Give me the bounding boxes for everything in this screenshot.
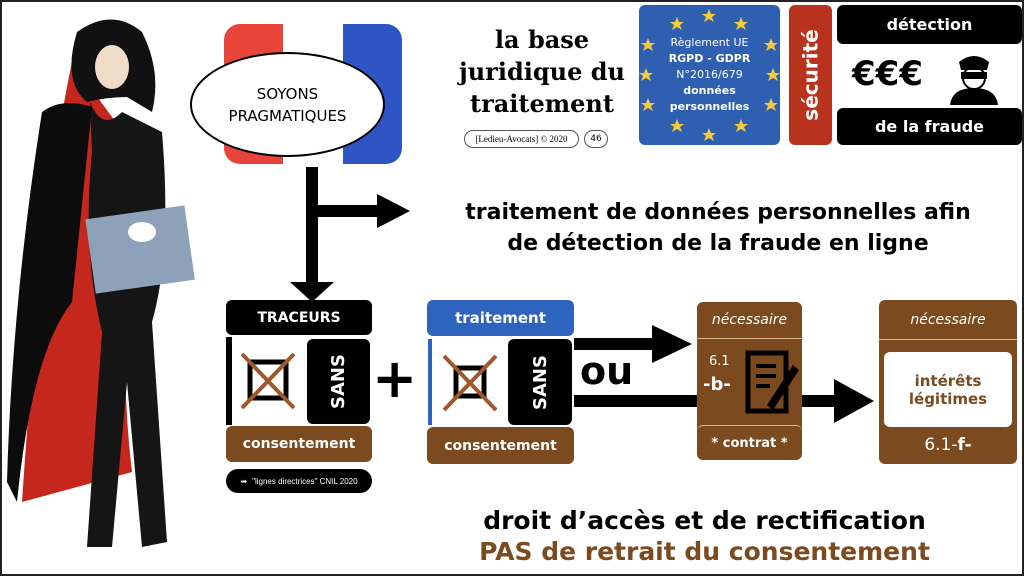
interets-line2: légitimes [908, 389, 988, 408]
purpose-line2: de détection de la fraude en ligne [507, 231, 929, 256]
arrow-right-shaft [312, 205, 382, 217]
traitement-border [428, 339, 432, 425]
contrat-footer: * contrat * [697, 425, 802, 460]
traceurs-header: TRACEURS [226, 300, 372, 335]
interets-article-num: 6.1- [924, 435, 958, 455]
ou-label: ou [580, 349, 634, 393]
credit: [Ledieu-Avocats] © 2020 [464, 130, 579, 148]
money-symbols: €€€ [852, 54, 923, 94]
eu-line2: RGPD - GDPR [668, 52, 751, 65]
eu-line4: données [683, 84, 736, 97]
bottom-line2: PAS de retrait du consentement [479, 537, 930, 566]
interets-article: 6.1-f- [879, 431, 1017, 459]
eu-line1: Règlement UE [670, 36, 749, 49]
arrow-down-shaft [306, 167, 318, 287]
traitement-sans: SANS [508, 339, 572, 425]
ou-arrow-head-top [652, 325, 692, 363]
eu-line5: personnelles [669, 100, 750, 113]
traceurs-consent: consentement [226, 426, 372, 462]
page-title: la base juridique du traitement [447, 24, 637, 120]
traceurs-border [226, 337, 232, 425]
contract-sign-icon [745, 350, 799, 414]
ou-arrow-shaft-top [574, 338, 664, 350]
arrow-right-head [377, 194, 410, 228]
page-number: 46 [584, 130, 608, 148]
interets-header: nécessaire [879, 300, 1017, 340]
bottom-line1: droit d’accès et de rectification [483, 506, 926, 535]
bubble-line2: PRAGMATIQUES [228, 106, 347, 125]
contrat-header: nécessaire [697, 302, 802, 339]
fraud-label: de la fraude [837, 108, 1022, 145]
interets-legitimes: intérêts légitimes [884, 352, 1012, 427]
traitement-sans-text: SANS [529, 354, 551, 410]
eu-line3: N°2016/679 [676, 68, 743, 81]
thief-icon [950, 56, 998, 105]
contrat-box: nécessaire 6.1 -b- * contrat * [697, 302, 802, 460]
purpose-text: traitement de données personnelles afin … [414, 197, 1022, 259]
arrow-to-interets-shaft [802, 395, 837, 407]
traceurs-sans: SANS [307, 339, 370, 424]
title-line2: juridique du [459, 57, 625, 86]
bubble-line1: SOYONS [256, 84, 319, 103]
arrow-down-head [290, 282, 334, 302]
cnil-note: ➡ "lignes directrices" CNIL 2020 [226, 469, 372, 493]
plus-sign: + [372, 347, 418, 410]
ou-line-bottom [574, 395, 698, 407]
woman-illustration [7, 19, 195, 547]
purpose-line1: traitement de données personnelles afin [465, 200, 971, 225]
crossed-checkbox-icon [442, 354, 498, 412]
title-line3: traitement [470, 89, 614, 118]
traitement-consent: consentement [427, 427, 574, 464]
crossed-checkbox-icon [240, 352, 296, 410]
contrat-letter: -b- [703, 374, 731, 395]
traceurs-sans-text: SANS [328, 354, 349, 409]
arrow-right-icon: ➡ [240, 476, 248, 486]
cnil-note-text: "lignes directrices" CNIL 2020 [252, 476, 358, 486]
interets-box: nécessaire intérêts légitimes 6.1-f- [879, 300, 1017, 464]
detection-label: détection [837, 5, 1022, 44]
speech-bubble: SOYONS PRAGMATIQUES [190, 52, 385, 157]
title-line1: la base [494, 25, 590, 54]
interets-article-letter: f- [957, 435, 972, 455]
traitement-header: traitement [427, 300, 574, 336]
bottom-text: droit d’accès et de rectification PAS de… [397, 505, 1012, 567]
eu-regulation-badge: Règlement UE RGPD - GDPR N°2016/679 donn… [639, 5, 780, 145]
contrat-article: 6.1 [709, 354, 730, 369]
arrow-to-interets-head [834, 379, 874, 423]
interets-line1: intérêts [914, 371, 982, 390]
security-label: sécurité [789, 5, 832, 145]
